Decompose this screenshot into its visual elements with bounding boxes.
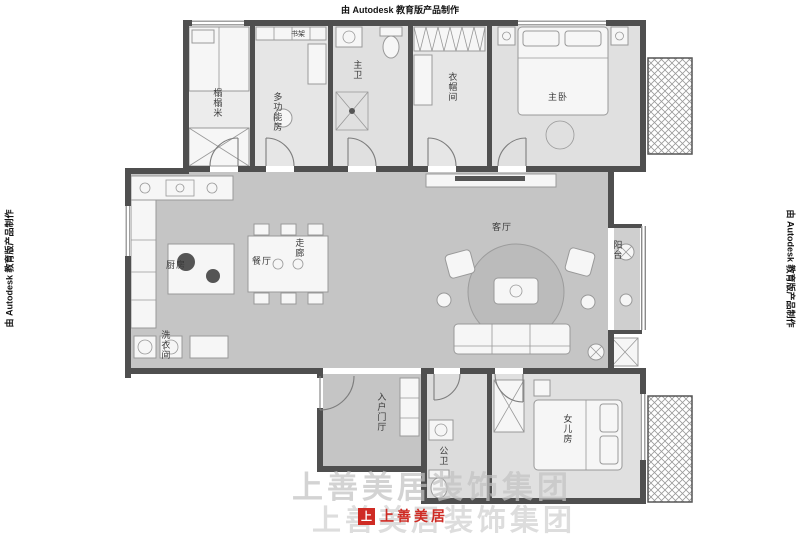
room-label-entry-hall: 入户门厅	[376, 392, 387, 432]
room-label-public-bath: 公卫	[438, 446, 449, 466]
furniture-entry	[399, 377, 420, 437]
furniture-balcony	[617, 243, 635, 307]
room-label-multi-room: 多功能房	[272, 92, 283, 132]
room-label-balcony: 阳台	[612, 240, 623, 260]
room-label-living: 客厅	[492, 222, 513, 232]
room-label-master-bath: 主卫	[352, 60, 363, 80]
room-label-laundry: 洗衣间	[160, 330, 171, 360]
furniture-dining	[247, 223, 329, 305]
room-label-corridor: 走廊	[294, 238, 305, 258]
room-label-bookshelf: 书架	[291, 31, 305, 38]
ghost-watermark-2: 上善美居装饰集团	[312, 505, 577, 537]
room-label-cloakroom: 衣帽间	[447, 72, 458, 102]
room-label-daughter-room: 女儿房	[562, 414, 573, 444]
hatched-balconies	[647, 57, 693, 503]
furniture-multi-room	[255, 26, 327, 128]
brand-watermark: 上 上善美居	[358, 506, 448, 526]
furniture-tatami-room	[188, 26, 250, 167]
furniture-master-bath	[335, 26, 403, 131]
room-label-tatami: 榻榻米	[212, 88, 223, 118]
room-label-dining: 餐厅	[252, 256, 273, 266]
brand-name: 上善美居	[380, 508, 448, 524]
furniture-cloakroom	[413, 26, 486, 106]
ghost-watermark-1: 上善美居装饰集团	[292, 470, 572, 505]
room-label-master-bedroom: 主卧	[548, 92, 569, 102]
door-arcs	[209, 137, 527, 411]
brand-logo-icon: 上	[358, 507, 375, 525]
autodesk-banner-top: 由 Autodesk 教育版产品制作	[340, 5, 459, 15]
furniture-kitchen	[130, 175, 235, 329]
windows	[125, 20, 646, 460]
furniture-laundry	[133, 335, 229, 359]
furniture-master-bedroom	[497, 26, 629, 150]
room-label-kitchen: 厨房	[166, 260, 187, 270]
furniture-public-bath	[428, 419, 454, 499]
furniture-living	[425, 173, 639, 367]
